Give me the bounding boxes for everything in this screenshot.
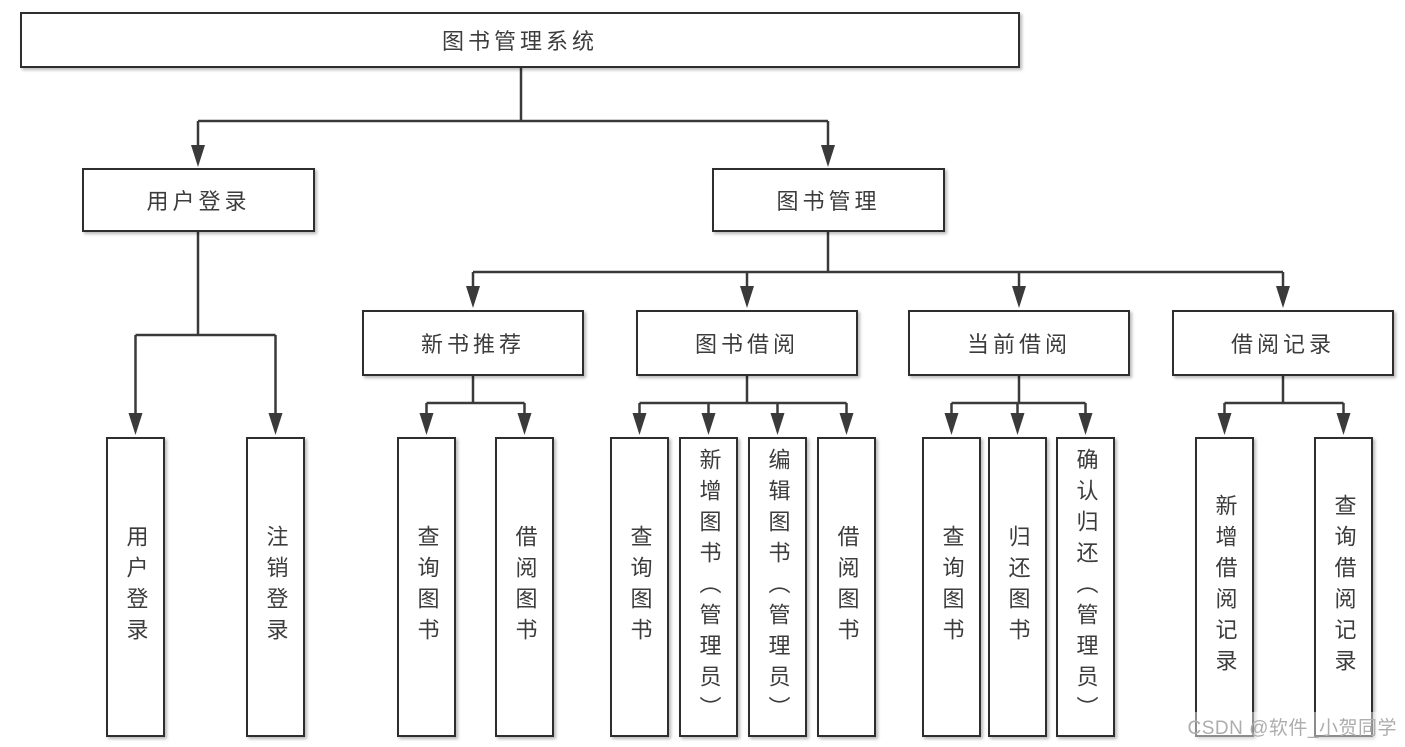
node-user-login: 用户登录 bbox=[82, 168, 315, 232]
leaf-recommend-query-book: 查询图书 bbox=[397, 437, 456, 737]
leaf-edit-book-admin: 编辑图书（管理员） bbox=[748, 437, 807, 737]
leaf-add-borrow-record: 新增借阅记录 bbox=[1195, 437, 1254, 737]
connector-currentborrow-to-leaves bbox=[950, 376, 1087, 414]
leaf-current-query-book: 查询图书 bbox=[922, 437, 981, 737]
leaf-logout: 注销登录 bbox=[246, 437, 305, 737]
node-book-borrow: 图书借阅 bbox=[636, 310, 858, 376]
node-root: 图书管理系统 bbox=[20, 12, 1020, 68]
leaf-recommend-borrow-book: 借阅图书 bbox=[495, 437, 554, 737]
node-book-management: 图书管理 bbox=[712, 168, 945, 232]
node-borrow-record: 借阅记录 bbox=[1172, 310, 1394, 376]
connector-root-to-level2 bbox=[196, 68, 830, 147]
connector-borrowrecord-to-leaves bbox=[1223, 376, 1345, 414]
arrowheads bbox=[128, 145, 1351, 435]
leaf-user-login: 用户登录 bbox=[106, 437, 165, 737]
node-current-borrow: 当前借阅 bbox=[908, 310, 1130, 376]
connector-bookmgmt-to-level3 bbox=[471, 232, 1285, 288]
connector-bookborrow-to-leaves bbox=[638, 376, 848, 414]
connector-newbook-to-leaves bbox=[425, 376, 526, 414]
leaf-borrow-book: 借阅图书 bbox=[817, 437, 876, 737]
connector-userlogin-to-leaves bbox=[134, 231, 277, 414]
csdn-watermark: CSDN @软件_小贺同学 bbox=[1184, 712, 1400, 741]
leaf-query-borrow-record: 查询借阅记录 bbox=[1314, 437, 1373, 737]
leaf-return-book: 归还图书 bbox=[988, 437, 1047, 737]
node-new-book-recommend: 新书推荐 bbox=[362, 310, 584, 376]
leaf-borrow-query-book: 查询图书 bbox=[610, 437, 669, 737]
leaf-confirm-return-admin: 确认归还（管理员） bbox=[1056, 437, 1115, 737]
leaf-add-book-admin: 新增图书（管理员） bbox=[679, 437, 738, 737]
